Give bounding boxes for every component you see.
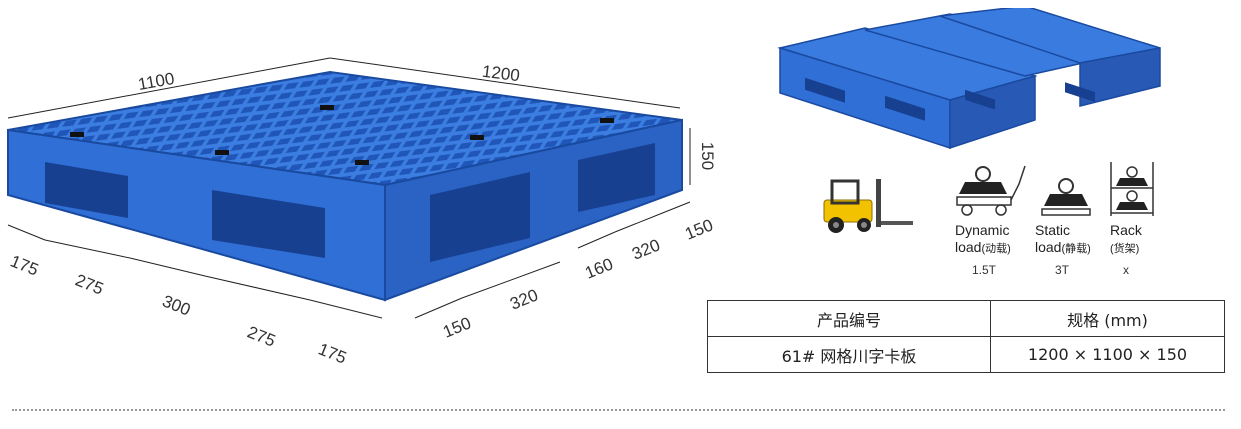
- static-load-icon: [1041, 178, 1091, 216]
- rack-load-label: Rack (货架): [1110, 222, 1142, 258]
- forklift-icon: [823, 179, 913, 233]
- static-load-label: Static load(静载): [1035, 222, 1091, 258]
- pallet-main-illustration: [7, 57, 691, 319]
- fork-opening-left: [45, 162, 128, 218]
- spec-cell-product: 61# 网格川字卡板: [707, 336, 991, 373]
- fork-opening-side-1: [430, 172, 530, 262]
- dim-height-label: 150: [698, 141, 718, 171]
- spec-table-row: 61# 网格川字卡板 1200 × 1100 × 150: [707, 336, 1225, 373]
- spec-header-product-code: 产品编号: [707, 300, 991, 337]
- spec-header-size: 规格 (mm): [990, 300, 1225, 337]
- rack-load-line1: Rack: [1110, 222, 1142, 238]
- rack-load-icon: [1110, 162, 1154, 216]
- static-load-cn: (静载): [1061, 243, 1091, 255]
- spec-cell-size: 1200 × 1100 × 150: [990, 336, 1225, 373]
- dynamic-load-line2: load: [955, 239, 982, 255]
- static-load-value: 3T: [1055, 263, 1070, 277]
- dynamic-load-label: Dynamic load(动载): [955, 222, 1011, 258]
- dynamic-load-value: 1.5T: [972, 263, 997, 277]
- fork-opening-right: [212, 190, 325, 258]
- rack-load-value: x: [1123, 263, 1129, 277]
- dynamic-load-line1: Dynamic: [955, 222, 1010, 238]
- spec-table: 产品编号 规格 (mm) 61# 网格川字卡板 1200 × 1100 × 15…: [707, 300, 1225, 373]
- static-load-line2: load: [1035, 239, 1062, 255]
- dynamic-load-icon: [956, 165, 1026, 216]
- rack-load-cn: (货架): [1110, 243, 1140, 255]
- dynamic-load-cn: (动载): [981, 243, 1011, 255]
- pallet-bottom-view: [777, 8, 1161, 150]
- static-load-line1: Static: [1035, 222, 1071, 238]
- fork-opening-side-2: [578, 143, 655, 212]
- spec-table-header-row: 产品编号 规格 (mm): [707, 300, 1225, 337]
- dotted-divider: [12, 409, 1225, 411]
